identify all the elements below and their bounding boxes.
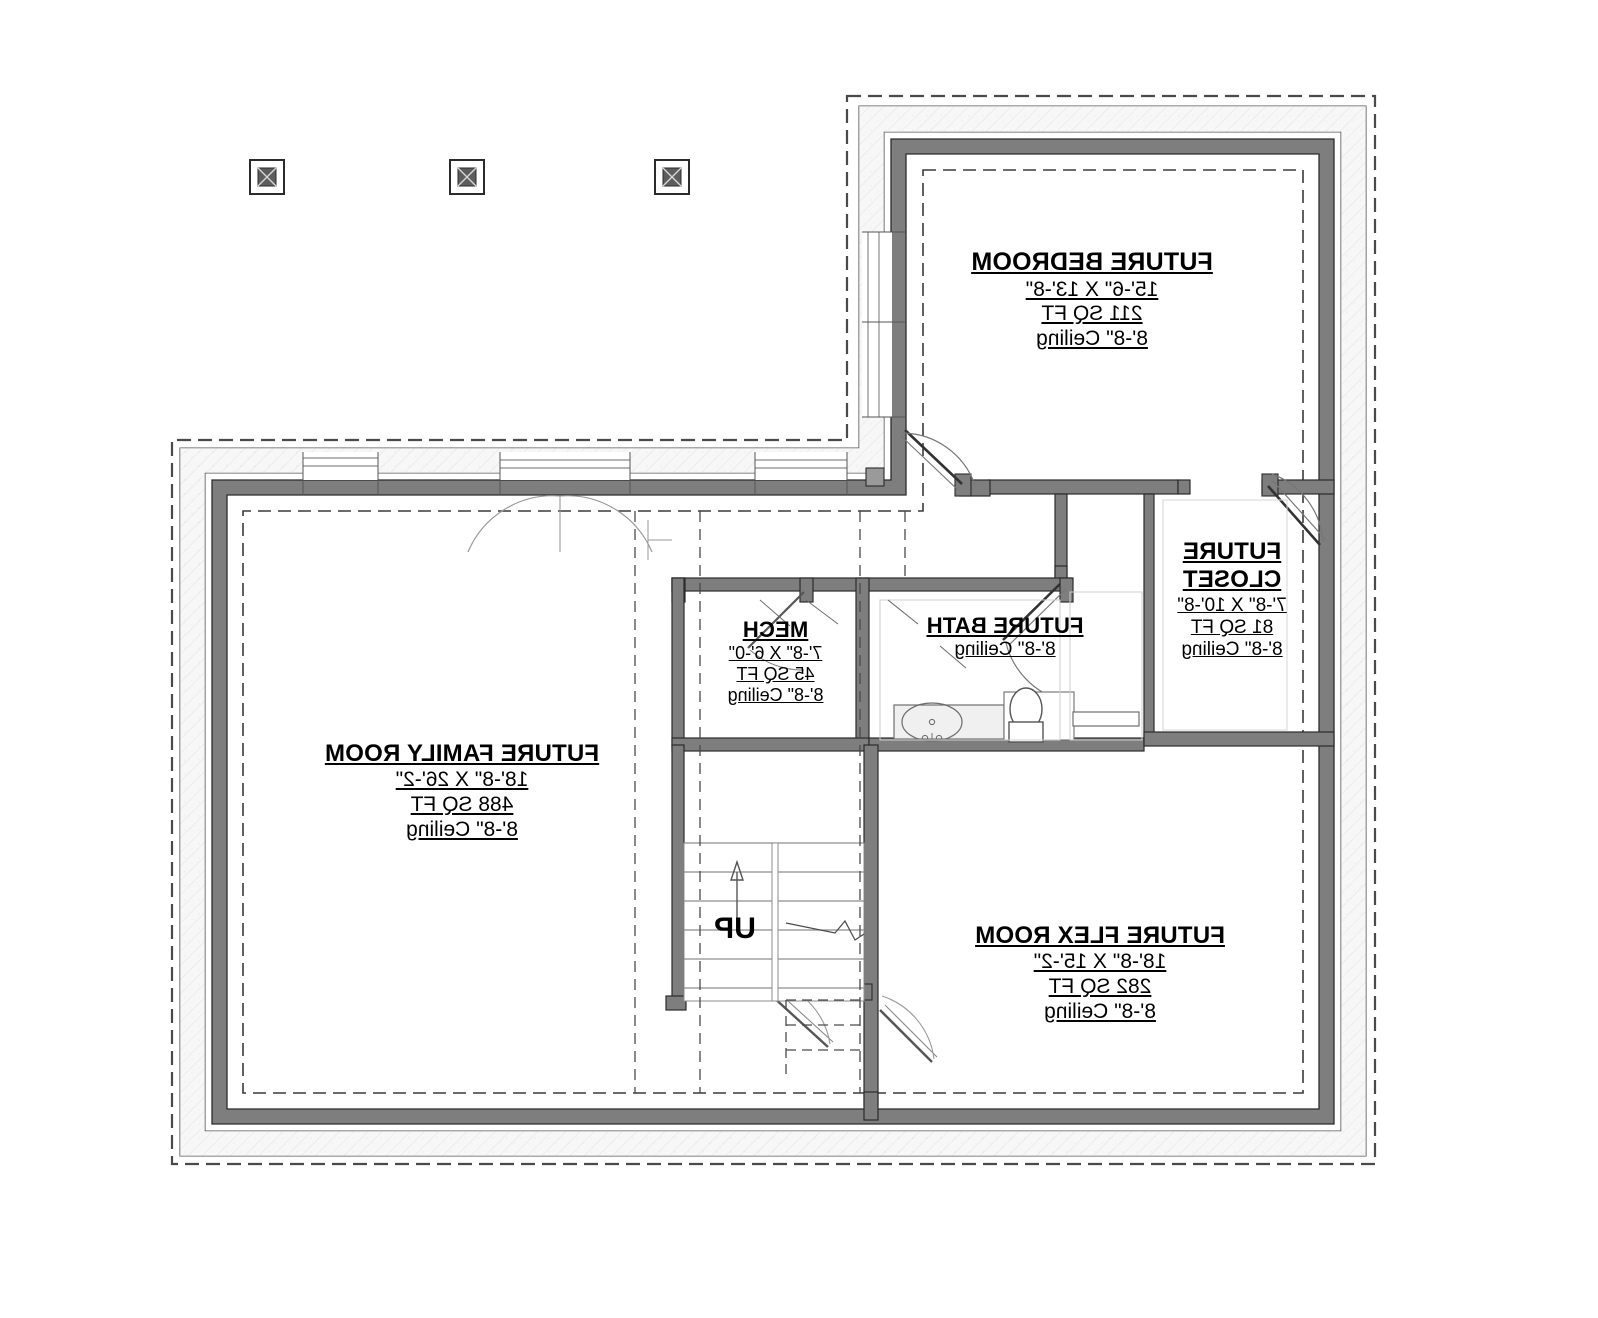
toilet <box>1003 687 1075 743</box>
window-family-2 <box>499 452 631 495</box>
closet-shelf <box>1072 711 1140 727</box>
column-1 <box>249 159 285 195</box>
staircase <box>683 842 865 1075</box>
bath-fixtures <box>879 499 1288 743</box>
column-2 <box>449 159 485 195</box>
slab-edge-dashed <box>242 169 1304 1094</box>
window-family-1 <box>302 452 379 495</box>
column-3 <box>654 159 690 195</box>
window-family-3 <box>754 452 848 495</box>
door-group <box>467 429 1327 1063</box>
beam-centerlines <box>647 520 672 560</box>
window-bedroom-left <box>862 231 905 418</box>
door-bedroom <box>900 429 976 491</box>
door-family-double <box>467 495 653 553</box>
footing-outline <box>170 94 1377 1166</box>
hidden-reference-lines <box>634 511 906 1093</box>
door-bath <box>1002 583 1067 701</box>
exterior-wall <box>211 138 1335 1125</box>
window-group <box>302 231 905 495</box>
door-flex <box>879 995 938 1063</box>
door-closet <box>1267 473 1327 546</box>
leader-lines <box>759 599 967 669</box>
door-mech <box>747 591 805 671</box>
stair-up-arrow <box>730 859 744 932</box>
column-group <box>249 159 690 195</box>
vanity-sink <box>893 702 1005 742</box>
interior-walls <box>665 467 1335 1121</box>
